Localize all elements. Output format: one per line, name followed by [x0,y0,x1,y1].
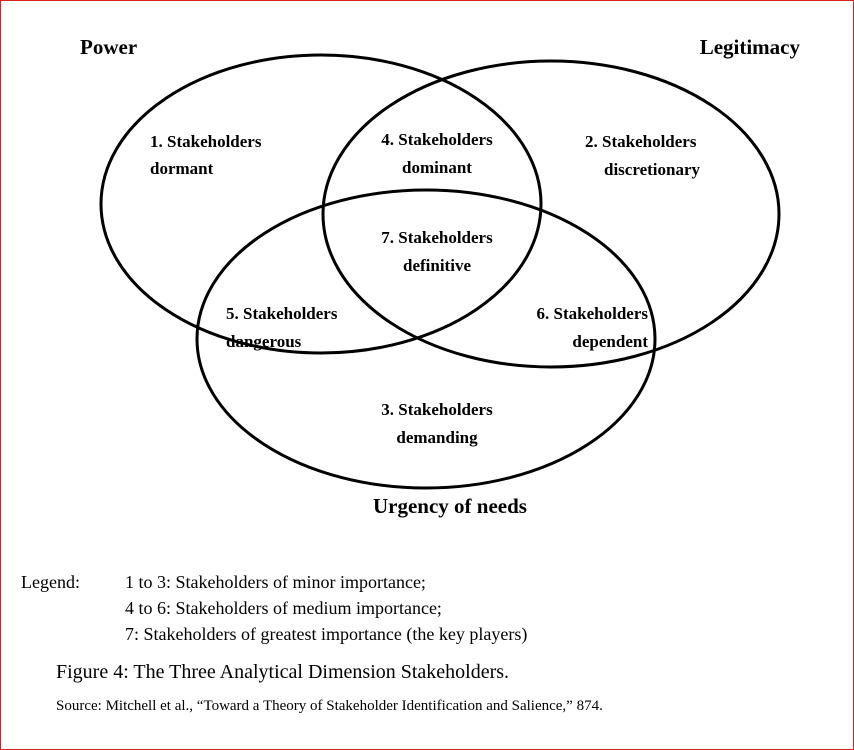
region-dominant: 4. Stakeholders dominant [381,130,493,177]
region-dormant: 1. Stakeholders dormant [150,132,262,178]
venn-diagram: Power Legitimacy Urgency of needs 1. Sta… [80,35,801,518]
region-label-line2: definitive [403,256,471,275]
region-label-line2: discretionary [604,160,701,179]
urgency-label: Urgency of needs [373,494,527,518]
region-definitive: 7. Stakeholders definitive [381,228,493,275]
region-discretionary: 2. Stakeholders discretionary [585,132,701,179]
region-label-line1: 3. Stakeholders [381,400,493,419]
region-label-line2: dangerous [226,332,302,351]
region-label-line1: 2. Stakeholders [585,132,697,151]
legend-entry: 7: Stakeholders of greatest importance (… [125,624,528,644]
legitimacy-label: Legitimacy [700,35,801,59]
region-dependent: 6. Stakeholders dependent [537,304,649,351]
legitimacy-ellipse [321,59,781,369]
region-label-line1: 7. Stakeholders [381,228,493,247]
region-label-line1: 6. Stakeholders [537,304,649,323]
legend-entries: 1 to 3: Stakeholders of minor importance… [125,569,527,647]
legend-entry: 4 to 6: Stakeholders of medium importanc… [125,598,442,618]
figure-caption: Figure 4: The Three Analytical Dimension… [56,661,510,683]
region-label-line1: 4. Stakeholders [381,130,493,149]
legend-label: Legend: [21,572,80,592]
figure-source: Source: Mitchell et al., “Toward a Theor… [56,698,603,714]
power-ellipse [99,53,543,355]
region-label-line2: demanding [396,428,478,447]
region-demanding: 3. Stakeholders demanding [381,400,493,447]
region-label-line1: 1. Stakeholders [150,132,262,151]
region-label-line2: dependent [572,332,648,351]
region-label-line1: 5. Stakeholders [226,304,338,323]
region-dangerous: 5. Stakeholders dangerous [226,304,338,351]
legend-entry: 1 to 3: Stakeholders of minor importance… [125,572,426,592]
region-label-line2: dominant [402,158,472,177]
power-label: Power [80,35,137,59]
urgency-ellipse [195,188,657,490]
region-label-line2: dormant [150,159,214,178]
